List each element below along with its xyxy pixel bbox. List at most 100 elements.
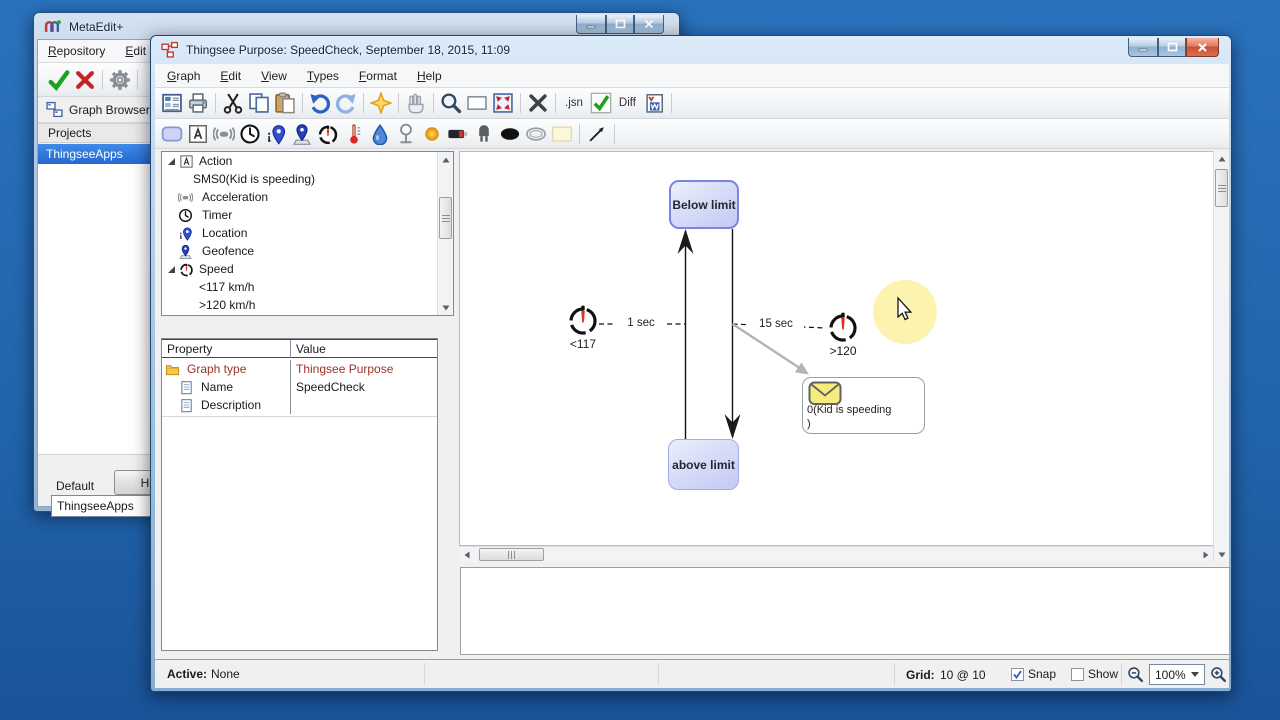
diff-button[interactable]: Diff <box>618 97 636 109</box>
scroll-down-button[interactable] <box>438 300 453 315</box>
tree-item-acceleration[interactable]: Acceleration <box>162 188 437 206</box>
fit-window-icon <box>492 92 514 114</box>
copy-button[interactable] <box>246 91 272 116</box>
zoom-in-button[interactable] <box>1210 666 1227 686</box>
menu-format[interactable]: Format <box>358 68 397 83</box>
snap-checkbox[interactable]: Snap <box>1011 667 1056 681</box>
menu-view[interactable]: View <box>261 68 287 83</box>
delete-button[interactable] <box>525 91 551 116</box>
menu-types[interactable]: Types <box>306 68 339 83</box>
gauge-label-under117[interactable]: <117 <box>569 337 597 351</box>
diagram-canvas[interactable]: Below limit above limit 1 sec 15 sec <11… <box>459 151 1213 546</box>
show-checkbox[interactable]: Show <box>1071 667 1118 681</box>
type-battery-button[interactable] <box>445 121 471 146</box>
maximize-button[interactable] <box>606 15 634 34</box>
abandon-button[interactable] <box>72 67 98 92</box>
check-icon <box>48 69 70 91</box>
scroll-right-button[interactable] <box>1198 547 1213 562</box>
canvas-horizontal-scrollbar[interactable] <box>459 546 1213 562</box>
tree-item-location[interactable]: Location <box>162 224 437 242</box>
maximize-button[interactable] <box>1158 38 1186 57</box>
scrollbar-thumb[interactable] <box>1215 169 1228 207</box>
check-graph-button[interactable] <box>588 91 614 116</box>
fit-to-window-button[interactable] <box>490 91 516 116</box>
subgraph-pane[interactable] <box>460 567 1230 655</box>
close-button[interactable] <box>1186 38 1219 57</box>
print-button[interactable] <box>185 91 211 116</box>
menu-repository[interactable]: Repository <box>48 44 106 58</box>
undo-button[interactable] <box>307 91 333 116</box>
type-button-button[interactable] <box>523 121 549 146</box>
cut-button[interactable] <box>220 91 246 116</box>
scrollbar-thumb[interactable] <box>439 197 452 239</box>
tree-item-sms0[interactable]: SMS0(Kid is speeding) <box>193 172 316 186</box>
commit-button[interactable] <box>46 67 72 92</box>
sms-message-note[interactable]: 0(Kid is speeding ) <box>802 377 925 434</box>
type-state-button[interactable] <box>159 121 185 146</box>
close-button[interactable] <box>634 15 664 34</box>
action-arrow[interactable] <box>731 322 806 373</box>
type-plug-button[interactable] <box>471 121 497 146</box>
tree-item-timer[interactable]: Timer <box>162 206 437 224</box>
speed-gauge-over120[interactable] <box>829 311 857 342</box>
scroll-left-button[interactable] <box>459 547 474 562</box>
menu-edit[interactable]: Edit <box>125 44 147 58</box>
type-geofence-button[interactable] <box>289 121 315 146</box>
minimize-button[interactable] <box>576 15 606 34</box>
canvas-vertical-scrollbar[interactable] <box>1213 151 1229 562</box>
tree-item-over120[interactable]: >120 km/h <box>199 298 256 312</box>
paste-button[interactable] <box>272 91 298 116</box>
pan-button[interactable] <box>403 91 429 116</box>
expander-icon[interactable] <box>167 157 176 166</box>
expander-icon[interactable] <box>167 265 176 274</box>
type-action-button[interactable] <box>185 121 211 146</box>
redo-button[interactable] <box>333 91 359 116</box>
relationship-arrow-button[interactable] <box>584 121 610 146</box>
type-timer-button[interactable] <box>237 121 263 146</box>
menu-edit[interactable]: Edit <box>220 68 242 83</box>
zoom-button[interactable] <box>438 91 464 116</box>
type-temperature-button[interactable] <box>341 121 367 146</box>
word-export-button[interactable] <box>641 91 667 116</box>
type-led-button[interactable] <box>419 121 445 146</box>
type-note-button[interactable] <box>549 121 575 146</box>
menu-help[interactable]: Help <box>416 68 442 83</box>
scroll-up-button[interactable] <box>1214 151 1229 166</box>
jsn-export-button[interactable]: .jsn <box>565 97 583 109</box>
state-above-limit[interactable]: above limit <box>668 439 739 490</box>
type-location-button[interactable] <box>263 121 289 146</box>
zoom-level-combo[interactable]: 100% <box>1149 664 1205 685</box>
menu-graph[interactable]: Graph <box>167 68 201 83</box>
tree-item-under117[interactable]: <117 km/h <box>199 280 255 294</box>
tree-item-geofence[interactable]: Geofence <box>162 242 437 260</box>
tree-scrollbar[interactable] <box>437 152 453 315</box>
tree-item-speed[interactable]: Speed <box>162 260 437 278</box>
type-light-button[interactable] <box>393 121 419 146</box>
scroll-up-button[interactable] <box>438 152 453 167</box>
state-below-limit[interactable]: Below limit <box>669 180 739 229</box>
scroll-down-button[interactable] <box>1214 547 1229 562</box>
add-object-button[interactable] <box>368 91 394 116</box>
property-row-graph-type[interactable]: Graph type Thingsee Purpose <box>162 360 437 378</box>
tree-item-action[interactable]: Action <box>162 152 437 170</box>
type-button-pressed-button[interactable] <box>497 121 523 146</box>
transition-label-15sec[interactable]: 15 sec <box>748 318 804 330</box>
speed-gauge-under117[interactable] <box>569 304 597 335</box>
minimize-button[interactable] <box>1128 38 1158 57</box>
property-row-description[interactable]: Description <box>162 396 437 414</box>
type-speed-button[interactable] <box>315 121 341 146</box>
editor-titlebar[interactable]: Thingsee Purpose: SpeedCheck, September … <box>151 36 1231 63</box>
type-humidity-button[interactable] <box>367 121 393 146</box>
graph-dictionary-button[interactable] <box>159 91 185 116</box>
zoom-region-button[interactable] <box>464 91 490 116</box>
settings-button[interactable] <box>107 67 133 92</box>
property-row-name[interactable]: Name SpeedCheck <box>162 378 437 396</box>
gauge-label-over120[interactable]: >120 <box>829 344 857 358</box>
lamp-icon <box>395 123 417 145</box>
type-acceleration-button[interactable] <box>211 121 237 146</box>
metaedit-titlebar[interactable]: MetaEdit+ <box>34 13 679 40</box>
scrollbar-thumb[interactable] <box>479 548 544 561</box>
zoom-out-button[interactable] <box>1127 666 1144 686</box>
transition-label-1sec[interactable]: 1 sec <box>616 317 666 329</box>
default-project-combo[interactable]: ThingseeApps <box>51 495 169 517</box>
